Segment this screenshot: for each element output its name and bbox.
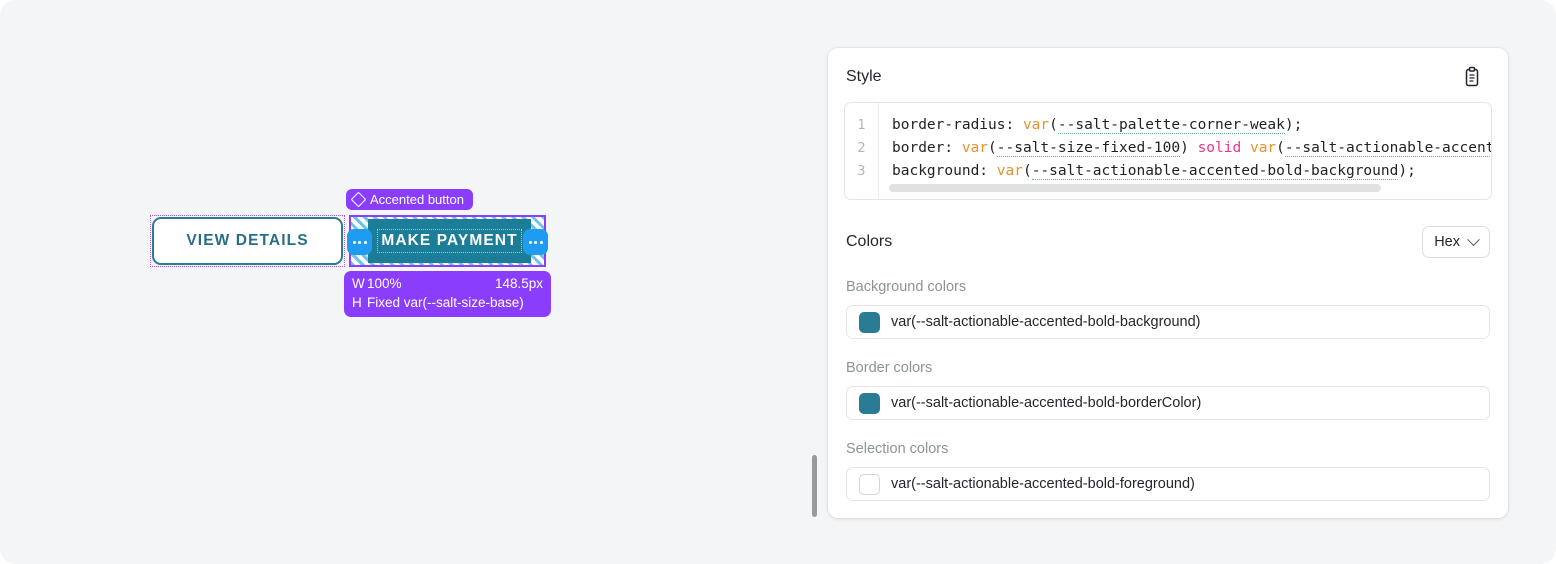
- code-paren-close: );: [1284, 117, 1303, 133]
- line-number: 1: [857, 117, 866, 133]
- chevron-down-icon: [1467, 232, 1480, 246]
- code-function: var: [1022, 117, 1050, 133]
- code-content[interactable]: border-radius: var(--salt-palette-corner…: [879, 103, 1491, 199]
- panel-vertical-scrollbar[interactable]: [812, 455, 817, 517]
- colors-section-header: Colors Hex: [828, 200, 1508, 258]
- style-section-title: Style: [846, 68, 882, 85]
- height-key: H: [352, 295, 362, 310]
- code-line: background: var(--salt-actionable-accent…: [892, 160, 1491, 183]
- width-pixels: 148.5px: [494, 276, 543, 291]
- size-badge: W 100% 148.5px H Fixed var(--salt-size-b…: [344, 271, 551, 317]
- size-badge-height-row: H Fixed var(--salt-size-base): [352, 293, 543, 312]
- make-payment-label: MAKE PAYMENT: [377, 229, 522, 253]
- size-badge-width-row: W 100% 148.5px: [352, 274, 543, 293]
- code-paren-close: );: [1398, 163, 1416, 179]
- resize-handle-right-icon[interactable]: [523, 229, 548, 255]
- code-paren: (: [988, 140, 997, 156]
- selection-tag-label: Accented button: [370, 192, 464, 207]
- code-paren: (: [1049, 117, 1058, 133]
- code-line-numbers: 1 2 3: [845, 103, 879, 199]
- clipboard-copy-icon[interactable]: [1462, 66, 1482, 88]
- code-line: border-radius: var(--salt-palette-corner…: [892, 114, 1491, 137]
- background-colors-label: Background colors: [846, 279, 967, 295]
- selection-colors-label: Selection colors: [846, 441, 949, 457]
- code-variable: --salt-size-fixed-100: [996, 140, 1181, 157]
- color-token-value: var(--salt-actionable-accented-bold-fore…: [891, 476, 1195, 492]
- selection-color-row[interactable]: var(--salt-actionable-accented-bold-fore…: [846, 467, 1490, 501]
- style-code-block[interactable]: 1 2 3 border-radius: var(--salt-palette-…: [844, 102, 1492, 200]
- code-paren-mid: ): [1180, 140, 1198, 156]
- border-colors-label: Border colors: [846, 360, 933, 376]
- view-details-selection-outline: [150, 215, 345, 267]
- code-property: border:: [892, 140, 962, 156]
- color-token-value: var(--salt-actionable-accented-bold-bord…: [891, 395, 1202, 411]
- code-variable-2: --salt-actionable-accented: [1284, 140, 1491, 157]
- code-property: border-radius:: [892, 117, 1023, 133]
- selection-tag[interactable]: Accented button: [346, 189, 473, 210]
- code-variable: --salt-actionable-accented-bold-backgrou…: [1031, 163, 1399, 180]
- code-horizontal-scrollbar[interactable]: [889, 184, 1381, 192]
- code-function-2: var: [1241, 140, 1277, 156]
- view-details-button[interactable]: VIEW DETAILS: [152, 217, 343, 265]
- color-swatch: [859, 473, 880, 495]
- color-format-select[interactable]: Hex: [1422, 226, 1490, 258]
- width-key: W: [352, 276, 365, 291]
- height-value: Fixed var(--salt-size-base): [367, 295, 524, 310]
- make-payment-selection-frame[interactable]: MAKE PAYMENT: [347, 215, 548, 267]
- color-swatch: [859, 392, 880, 414]
- code-keyword: solid: [1197, 140, 1242, 156]
- color-swatch: [859, 311, 880, 333]
- code-property: background:: [892, 163, 997, 179]
- color-token-value: var(--salt-actionable-accented-bold-back…: [891, 314, 1201, 330]
- style-panel-header: Style: [828, 48, 1508, 88]
- width-value: 100%: [367, 276, 402, 291]
- resize-handle-left-icon[interactable]: [347, 229, 372, 255]
- color-format-value: Hex: [1434, 234, 1460, 250]
- code-function: var: [996, 163, 1023, 179]
- code-variable: --salt-palette-corner-weak: [1057, 117, 1285, 134]
- make-payment-button[interactable]: MAKE PAYMENT: [368, 219, 531, 263]
- colors-section-title: Colors: [846, 233, 893, 250]
- line-number: 3: [857, 163, 866, 179]
- code-function: var: [961, 140, 989, 156]
- code-line: border: var(--salt-size-fixed-100) solid…: [892, 137, 1491, 160]
- view-details-label: VIEW DETAILS: [186, 232, 309, 249]
- code-paren: (: [1022, 163, 1032, 179]
- line-number: 2: [857, 140, 866, 156]
- code-paren-2: (: [1276, 140, 1285, 156]
- style-panel: Style 1 2 3 border-radius: var(--salt-pa…: [828, 48, 1508, 518]
- border-color-row[interactable]: var(--salt-actionable-accented-bold-bord…: [846, 386, 1490, 420]
- design-canvas[interactable]: VIEW DETAILS Accented button MAKE PAYMEN…: [0, 0, 820, 564]
- diamond-icon: [350, 191, 367, 208]
- background-color-row[interactable]: var(--salt-actionable-accented-bold-back…: [846, 305, 1490, 339]
- view-details-button-wrapper[interactable]: VIEW DETAILS: [150, 215, 345, 267]
